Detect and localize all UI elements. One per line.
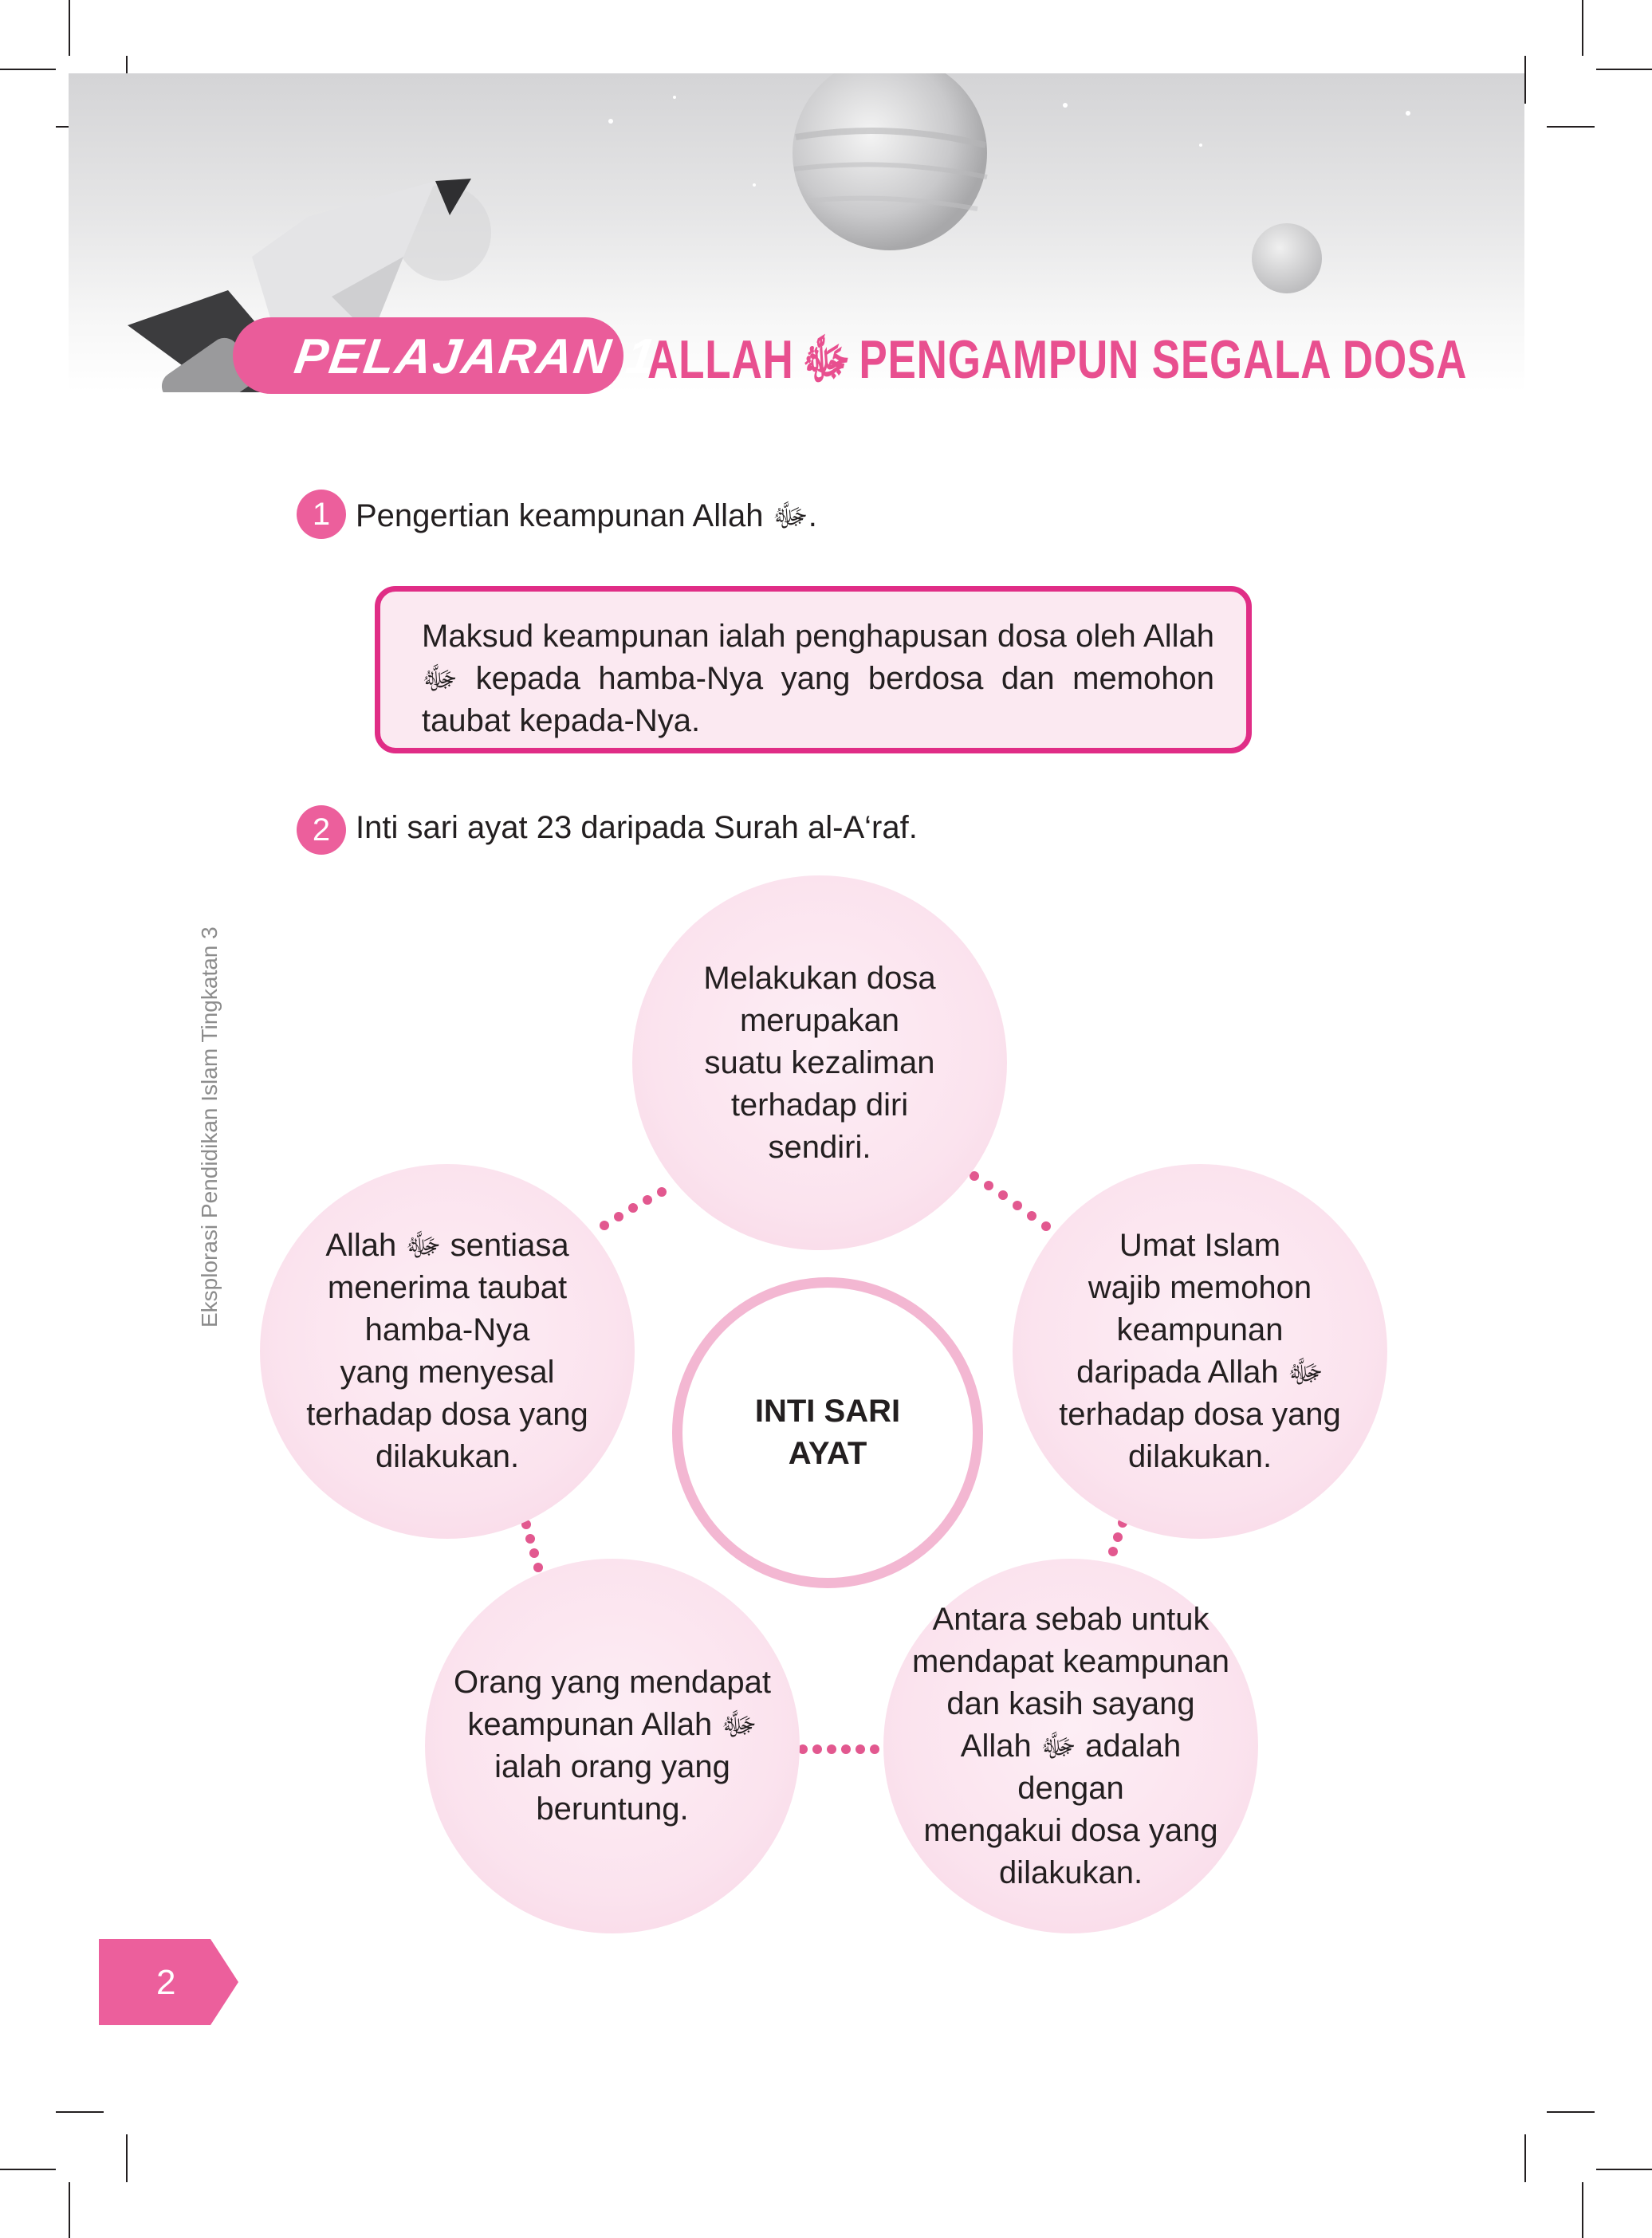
point-text-3: Antara sebab untuk mendapat keampunan da… bbox=[911, 1601, 1230, 1890]
crop-mark bbox=[1582, 2182, 1583, 2238]
lesson-title-part1: ALLAH bbox=[647, 329, 794, 390]
crop-mark bbox=[1582, 0, 1583, 56]
point-bubble-4: Orang yang mendapat keampunan Allah ﷻ ia… bbox=[425, 1559, 800, 1933]
section-number-2: 2 bbox=[297, 805, 346, 855]
large-planet-illustration bbox=[793, 73, 987, 250]
page-number: 2 bbox=[156, 1963, 176, 2002]
page-number-tab bbox=[99, 1939, 238, 2025]
definition-text: Maksud keampunan ialah penghapusan dosa … bbox=[422, 619, 1214, 738]
space-scene-illustration bbox=[128, 73, 1410, 392]
crop-mark bbox=[0, 69, 56, 70]
point-text-5: Allah ﷻ sentiasa menerima taubat hamba-N… bbox=[306, 1228, 588, 1474]
crop-mark bbox=[1524, 56, 1526, 104]
allah-symbol: ﷻ bbox=[802, 329, 851, 390]
point-bubble-1: Melakukan dosa merupakan suatu kezaliman… bbox=[632, 875, 1007, 1250]
crop-mark bbox=[69, 2182, 70, 2238]
crop-mark bbox=[1524, 2134, 1526, 2182]
crop-mark bbox=[1596, 69, 1652, 70]
section-heading-2: Inti sari ayat 23 daripada Surah al-A‘ra… bbox=[356, 810, 918, 845]
point-text-4: Orang yang mendapat keampunan Allah ﷻ ia… bbox=[453, 1665, 772, 1827]
book-title-vertical: Eksplorasi Pendidikan Islam Tingkatan 3 bbox=[197, 926, 222, 1327]
crop-mark bbox=[1596, 2169, 1652, 2170]
section-heading-1: Pengertian keampunan Allah ﷻ. bbox=[356, 498, 817, 533]
point-bubble-5: Allah ﷻ sentiasa menerima taubat hamba-N… bbox=[260, 1164, 635, 1539]
point-bubble-3: Antara sebab untuk mendapat keampunan da… bbox=[883, 1559, 1258, 1933]
crop-mark bbox=[1547, 2111, 1595, 2113]
lesson-title-part2: PENGAMPUN SEGALA DOSA bbox=[859, 329, 1468, 390]
small-planet-illustration bbox=[1252, 223, 1322, 293]
crop-mark bbox=[1547, 126, 1595, 128]
section-number-1: 1 bbox=[297, 490, 346, 539]
point-text-2: Umat Islam wajib memohon keampunan darip… bbox=[1059, 1228, 1341, 1474]
crop-mark bbox=[126, 2134, 128, 2182]
crop-mark bbox=[0, 2169, 56, 2170]
definition-box: Maksud keampunan ialah penghapusan dosa … bbox=[375, 586, 1252, 753]
point-bubble-2: Umat Islam wajib memohon keampunan darip… bbox=[1013, 1164, 1387, 1539]
crop-mark bbox=[69, 0, 70, 56]
lesson-label-pill bbox=[233, 317, 623, 394]
point-text-1: Melakukan dosa merupakan suatu kezaliman… bbox=[703, 960, 936, 1165]
crop-mark bbox=[56, 2111, 104, 2113]
center-concept-label: INTI SARI AYAT bbox=[754, 1394, 901, 1471]
center-concept-ring: INTI SARI AYAT bbox=[672, 1277, 983, 1588]
